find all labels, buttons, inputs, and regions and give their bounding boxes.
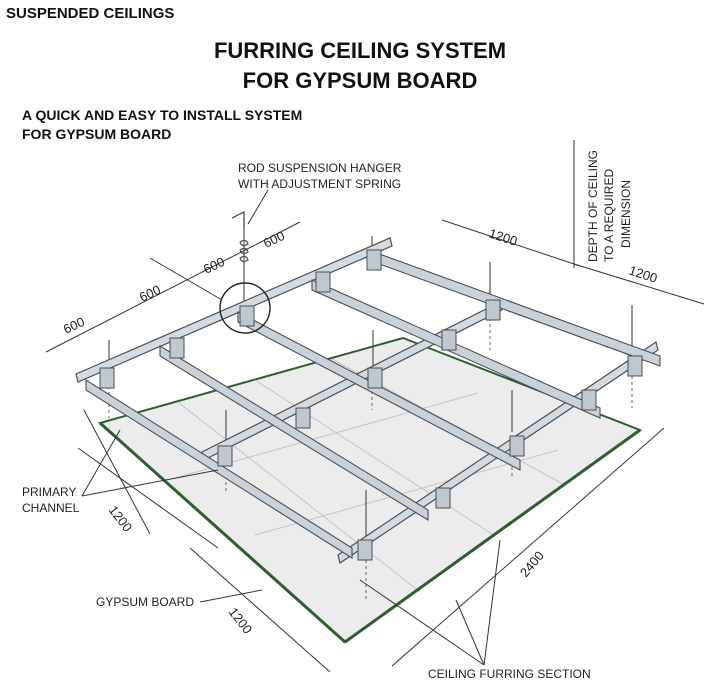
subtitle-line-2: FOR GYPSUM BOARD: [22, 126, 172, 142]
subtitle-line-1: A QUICK AND EASY TO INSTALL SYSTEM: [22, 107, 303, 123]
depth-label-line-3: DIMENSION: [619, 180, 633, 248]
rod-hanger-spring: [231, 210, 249, 263]
dim-600-d: 600: [261, 228, 287, 251]
board-edge: [99, 421, 641, 644]
dim-1200-left: 1200: [106, 503, 136, 535]
primary-channel-label-line-1: PRIMARY: [22, 485, 76, 499]
dim-600-c: 600: [201, 254, 227, 277]
section-tag: SUSPENDED CEILINGS: [6, 5, 175, 22]
leader-lines: [81, 189, 501, 666]
primary-channel-label-line-2: CHANNEL: [22, 501, 80, 515]
dimension-lines: [45, 140, 705, 673]
dim-1200-bottom: 1200: [226, 605, 256, 637]
dim-600-b: 600: [137, 282, 163, 305]
hanger-label-line-2: WITH ADJUSTMENT SPRING: [238, 177, 401, 191]
gypsum-board-label: GYPSUM BOARD: [96, 595, 194, 609]
furring-section-label: CEILING FURRING SECTION: [428, 667, 591, 681]
hanger-label-line-1: ROD SUSPENSION HANGER: [238, 161, 402, 175]
dim-1200-top: 1200: [487, 226, 519, 249]
channel-clips: [99, 249, 643, 561]
depth-label-line-2: TO A REQUIRED: [602, 169, 616, 262]
depth-label-line-1: DEPTH OF CEILING: [586, 150, 600, 262]
diagram-title-line-1: FURRING CEILING SYSTEM: [213, 38, 507, 63]
detail-circle: [219, 282, 271, 334]
diagram-title-line-2: FOR GYPSUM BOARD: [242, 68, 478, 93]
